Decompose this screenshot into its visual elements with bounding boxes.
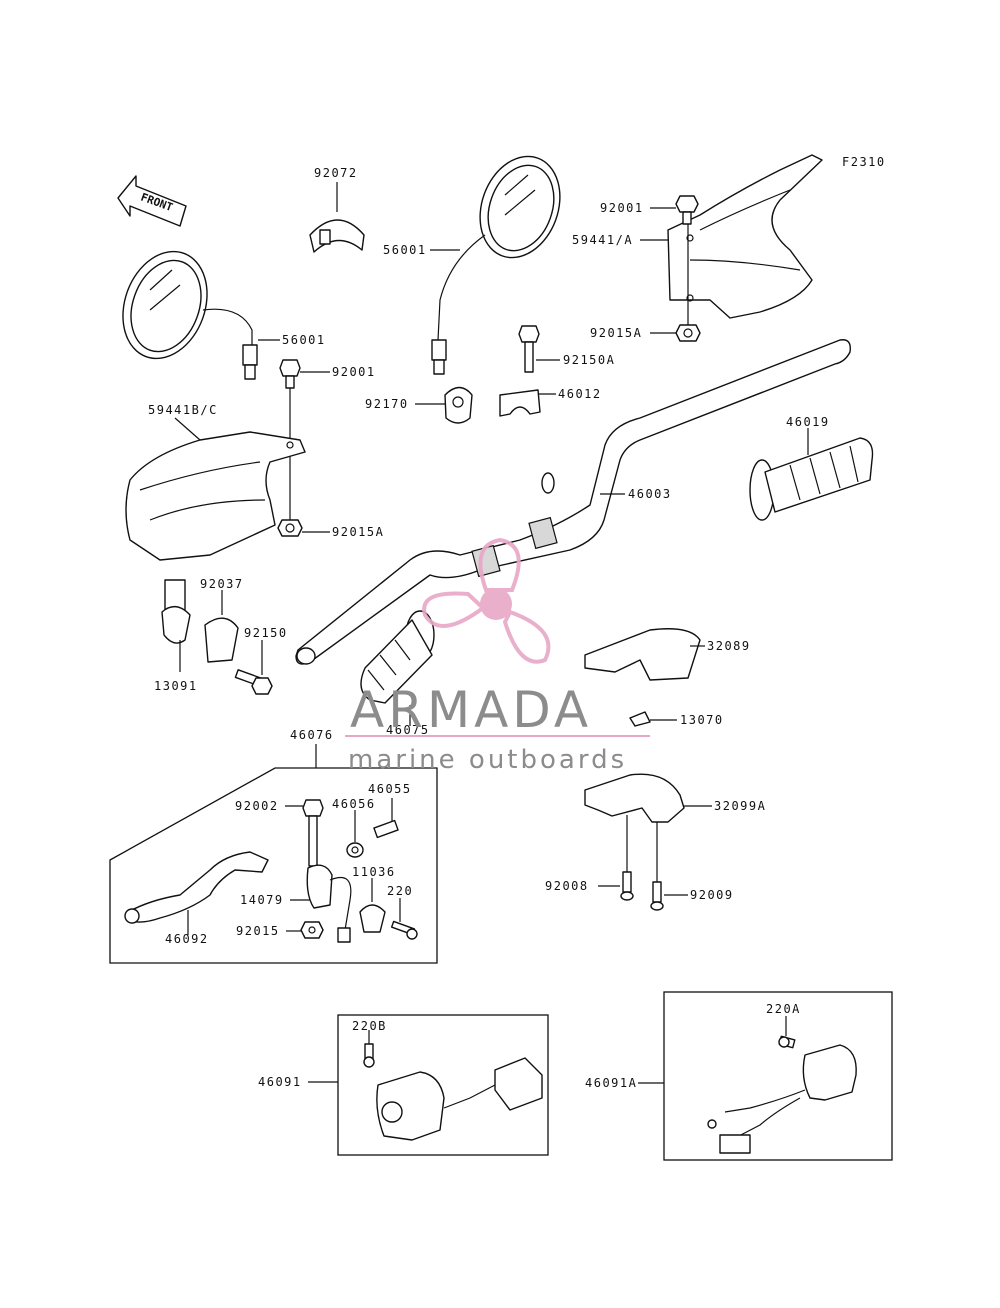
housing-cover-32089 xyxy=(584,628,701,681)
callout-220A: 220A xyxy=(766,1002,801,1016)
clamp-92170 xyxy=(444,386,473,424)
callout-56001-center: 56001 xyxy=(383,243,427,257)
callout-92008: 92008 xyxy=(545,879,589,893)
callout-13091: 13091 xyxy=(154,679,198,693)
callout-92150: 92150 xyxy=(244,626,288,640)
clip-13070 xyxy=(629,711,651,727)
bolt-92001-top xyxy=(675,195,699,225)
callout-220B: 220B xyxy=(352,1019,387,1033)
callout-92015A-top: 92015A xyxy=(590,326,642,340)
screw-92008 xyxy=(620,871,634,901)
callout-92015A-left: 92015A xyxy=(332,525,384,539)
bolt-92150 xyxy=(234,669,273,695)
callout-92037: 92037 xyxy=(200,577,244,591)
screw-220 xyxy=(390,920,418,940)
switch-box-46091 xyxy=(337,1014,549,1156)
callout-46092: 46092 xyxy=(165,932,209,946)
front-arrow-icon: FRONT xyxy=(117,175,187,227)
callout-46091: 46091 xyxy=(258,1075,302,1089)
callout-32089: 32089 xyxy=(707,639,751,653)
callout-92015: 92015 xyxy=(236,924,280,938)
callout-59441BC: 59441B/C xyxy=(148,403,218,417)
adjuster-46055 xyxy=(373,819,399,839)
switch-46091-part xyxy=(376,1057,543,1141)
callout-32099A: 32099A xyxy=(714,799,766,813)
callout-92150A: 92150A xyxy=(563,353,615,367)
callout-92170: 92170 xyxy=(365,397,409,411)
nut-92015 xyxy=(300,921,324,939)
housing-32099A xyxy=(584,773,685,823)
bolt-92001-left xyxy=(279,359,301,389)
callout-46056: 46056 xyxy=(332,797,376,811)
screw-92009 xyxy=(650,881,664,911)
holder-46012 xyxy=(499,389,541,417)
propeller-logo-icon xyxy=(422,537,551,664)
callout-220: 220 xyxy=(387,884,413,898)
callout-46091A: 46091A xyxy=(585,1076,637,1090)
center-mirror xyxy=(431,155,561,375)
callout-46012: 46012 xyxy=(558,387,602,401)
left-handguard xyxy=(125,431,306,561)
figure-code: F2310 xyxy=(842,155,886,169)
callout-11036: 11036 xyxy=(352,865,396,879)
watermark-brand: ARMADA xyxy=(350,681,592,739)
callout-92001-top: 92001 xyxy=(600,201,644,215)
callout-56001-left: 56001 xyxy=(282,333,326,347)
right-handguard xyxy=(667,154,823,319)
screw-220B xyxy=(363,1043,375,1068)
left-mirror xyxy=(122,250,258,380)
grip-46019 xyxy=(749,437,874,521)
clamp-92037 xyxy=(204,617,239,663)
washer-46056 xyxy=(346,842,364,858)
nut-92015A-top xyxy=(675,324,701,342)
lever-46092 xyxy=(124,851,269,924)
callout-92009: 92009 xyxy=(690,888,734,902)
clamp-ring-part xyxy=(309,219,365,253)
switch-46091A-part xyxy=(707,1044,857,1154)
holder-13091 xyxy=(161,579,191,644)
callout-59441A: 59441/A xyxy=(572,233,633,247)
callout-13070: 13070 xyxy=(680,713,724,727)
callout-14079: 14079 xyxy=(240,893,284,907)
callout-46076: 46076 xyxy=(290,728,334,742)
callout-46019: 46019 xyxy=(786,415,830,429)
switch-box-46091A xyxy=(663,991,893,1161)
grip-46075 xyxy=(360,610,435,704)
watermark-tagline: marine outboards xyxy=(348,745,627,775)
callout-46003: 46003 xyxy=(628,487,672,501)
clamp-11036 xyxy=(359,904,386,933)
callout-92001-left: 92001 xyxy=(332,365,376,379)
bolt-92002 xyxy=(302,799,324,867)
callout-92002: 92002 xyxy=(235,799,279,813)
switch-14079 xyxy=(306,864,352,943)
callout-46075: 46075 xyxy=(386,723,430,737)
callout-92072: 92072 xyxy=(314,166,358,180)
callout-46055: 46055 xyxy=(368,782,412,796)
bolt-92150A xyxy=(518,325,540,373)
nut-92015A-left xyxy=(277,519,303,537)
screw-220A xyxy=(778,1035,796,1049)
lever-assembly-box xyxy=(109,767,438,964)
